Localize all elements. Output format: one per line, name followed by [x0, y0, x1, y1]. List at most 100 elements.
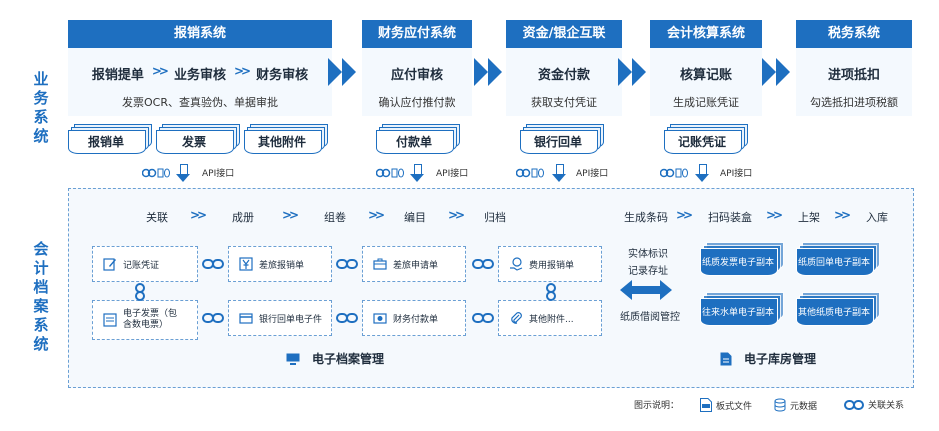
system-payables: 财务应付系统 应付审核 确认应付推付款 — [362, 20, 472, 116]
archive-card: 电子发票（包含数电票） — [92, 300, 198, 340]
system-tax: 税务系统 进项抵扣 勾选抵扣进项税额 — [796, 20, 912, 116]
system-step: 应付审核 — [390, 68, 443, 83]
hand-yen-icon — [510, 257, 523, 271]
api-label: API接口 — [720, 169, 753, 179]
system-reimbursement: 报销系统 报销提单 >> 业务审核 >> 财务审核 发票OCR、查真验伪、单据审… — [68, 20, 332, 116]
archive-step: 关联 — [146, 211, 168, 224]
card-label: 费用报销单 — [529, 260, 575, 271]
warehouse-step: 扫码装盒 — [708, 211, 752, 224]
warehouse-label: 实体标识 — [628, 249, 668, 260]
document-stack: 发票 — [156, 124, 240, 156]
arrow-down-icon — [410, 164, 424, 182]
card-label: 电子发票（包含数电票） — [123, 309, 178, 330]
api-label: API接口 — [202, 169, 235, 179]
api-label: API接口 — [436, 169, 469, 179]
archive-system-label: 会计档案系统 — [33, 240, 49, 353]
api-icons — [142, 168, 170, 177]
chevron-icon: >> — [282, 208, 299, 222]
warehouse-title: 电子库房管理 — [720, 350, 816, 367]
card-label: 差旅报销单 — [259, 260, 305, 271]
system-accounting: 会计核算系统 核算记账 生成记账凭证 — [650, 20, 762, 116]
api-interface: API接口 — [660, 166, 752, 179]
paper-copy-label: 纸质回单电子副本 — [797, 258, 870, 268]
card-label: 记账凭证 — [123, 260, 160, 271]
paper-copy-stack: 其他纸质电子副本 — [796, 292, 880, 328]
archive-card: 记账凭证 — [92, 246, 198, 282]
document-label: 其他附件 — [257, 135, 306, 149]
paper-copy-label: 往来水单电子副本 — [701, 308, 774, 318]
api-icons — [660, 168, 688, 177]
link-icon — [135, 283, 145, 301]
flow-step: 财务审核 — [256, 68, 309, 83]
chevron-icon: >> — [676, 208, 693, 222]
archive-step: 编目 — [404, 211, 426, 224]
chevron-icon: >> — [766, 208, 783, 222]
link-icon — [202, 313, 224, 323]
document-label: 发票 — [181, 135, 206, 149]
invoice-icon — [103, 313, 117, 327]
system-subtitle: 确认应付推付款 — [378, 96, 456, 109]
paper-copy-label: 纸质发票电子副本 — [701, 258, 774, 268]
system-subtitle: 获取支付凭证 — [531, 96, 597, 109]
arrow-down-icon — [695, 164, 709, 182]
system-subtitle: 生成记账凭证 — [673, 96, 739, 109]
card-label: 差旅申请单 — [393, 260, 439, 271]
link-icon — [546, 283, 556, 301]
document-stack: 银行回单 — [520, 124, 604, 156]
arrow-down-icon — [552, 164, 566, 182]
api-icons — [376, 168, 404, 177]
flow-step: 业务审核 — [173, 68, 226, 83]
document-icon — [720, 352, 732, 365]
double-arrow-icon — [620, 280, 672, 300]
chevron-icon: >> — [834, 208, 851, 222]
chevron-icon: >> — [448, 208, 465, 222]
system-step: 核算记账 — [679, 68, 732, 83]
arrow-down-icon — [176, 164, 190, 182]
chevron-icon: >> — [151, 64, 169, 78]
document-stack: 其他附件 — [244, 124, 328, 156]
arrow-right-icon — [618, 58, 646, 86]
card-label: 财务付款单 — [393, 314, 439, 325]
warehouse-label: 记录存址 — [628, 266, 668, 277]
yen-icon — [239, 257, 253, 271]
system-step: 资金付款 — [537, 68, 590, 83]
flow-step: 报销提单 — [91, 68, 144, 83]
link-icon — [336, 259, 358, 269]
system-subtitle: 勾选抵扣进项税额 — [810, 96, 898, 109]
legend-label: 板式文件 — [716, 401, 753, 412]
link-icon — [472, 259, 494, 269]
archive-area — [68, 188, 914, 388]
archive-card: 其他附件... — [498, 300, 602, 336]
system-title: 财务应付系统 — [362, 20, 472, 48]
document-label: 付款单 — [395, 135, 432, 149]
system-title: 资金/银企互联 — [506, 20, 622, 48]
paper-copy-stack: 往来水单电子副本 — [700, 292, 784, 328]
archive-card: 银行回单电子件 — [228, 300, 332, 336]
document-stack: 付款单 — [376, 124, 460, 156]
paper-copy-stack: 纸质回单电子副本 — [796, 242, 880, 278]
legend-title: 图示说明： — [634, 401, 680, 411]
business-systems-label: 业务系统 — [33, 70, 49, 145]
document-stack: 报销单 — [68, 124, 152, 156]
reimbursement-flow: 报销提单 >> 业务审核 >> 财务审核 — [68, 64, 332, 83]
chevron-icon: >> — [368, 208, 385, 222]
archive-card: 差旅报销单 — [228, 246, 332, 282]
system-step: 进项抵扣 — [827, 68, 880, 83]
legend-item-metadata: 元数据 — [774, 398, 817, 412]
electronic-archive-title: 电子档案管理 — [286, 350, 384, 367]
link-icon — [202, 259, 224, 269]
arrow-right-icon — [328, 58, 356, 86]
warehouse-label: 纸质借阅管控 — [620, 312, 680, 323]
link-icon — [472, 313, 494, 323]
api-interface: API接口 — [376, 166, 468, 179]
paper-copy-label: 其他纸质电子副本 — [797, 308, 870, 318]
system-treasury: 资金/银企互联 资金付款 获取支付凭证 — [506, 20, 622, 116]
system-subtitle: 发票OCR、查真验伪、单据审批 — [122, 96, 278, 109]
legend-label: 元数据 — [790, 401, 818, 412]
document-label: 记账凭证 — [677, 135, 726, 149]
document-label: 银行回单 — [533, 135, 582, 149]
system-title: 会计核算系统 — [650, 20, 762, 48]
legend-item-relation: 关联关系 — [844, 398, 904, 411]
document-stack: 记账凭证 — [664, 124, 748, 156]
system-title: 报销系统 — [68, 20, 332, 48]
